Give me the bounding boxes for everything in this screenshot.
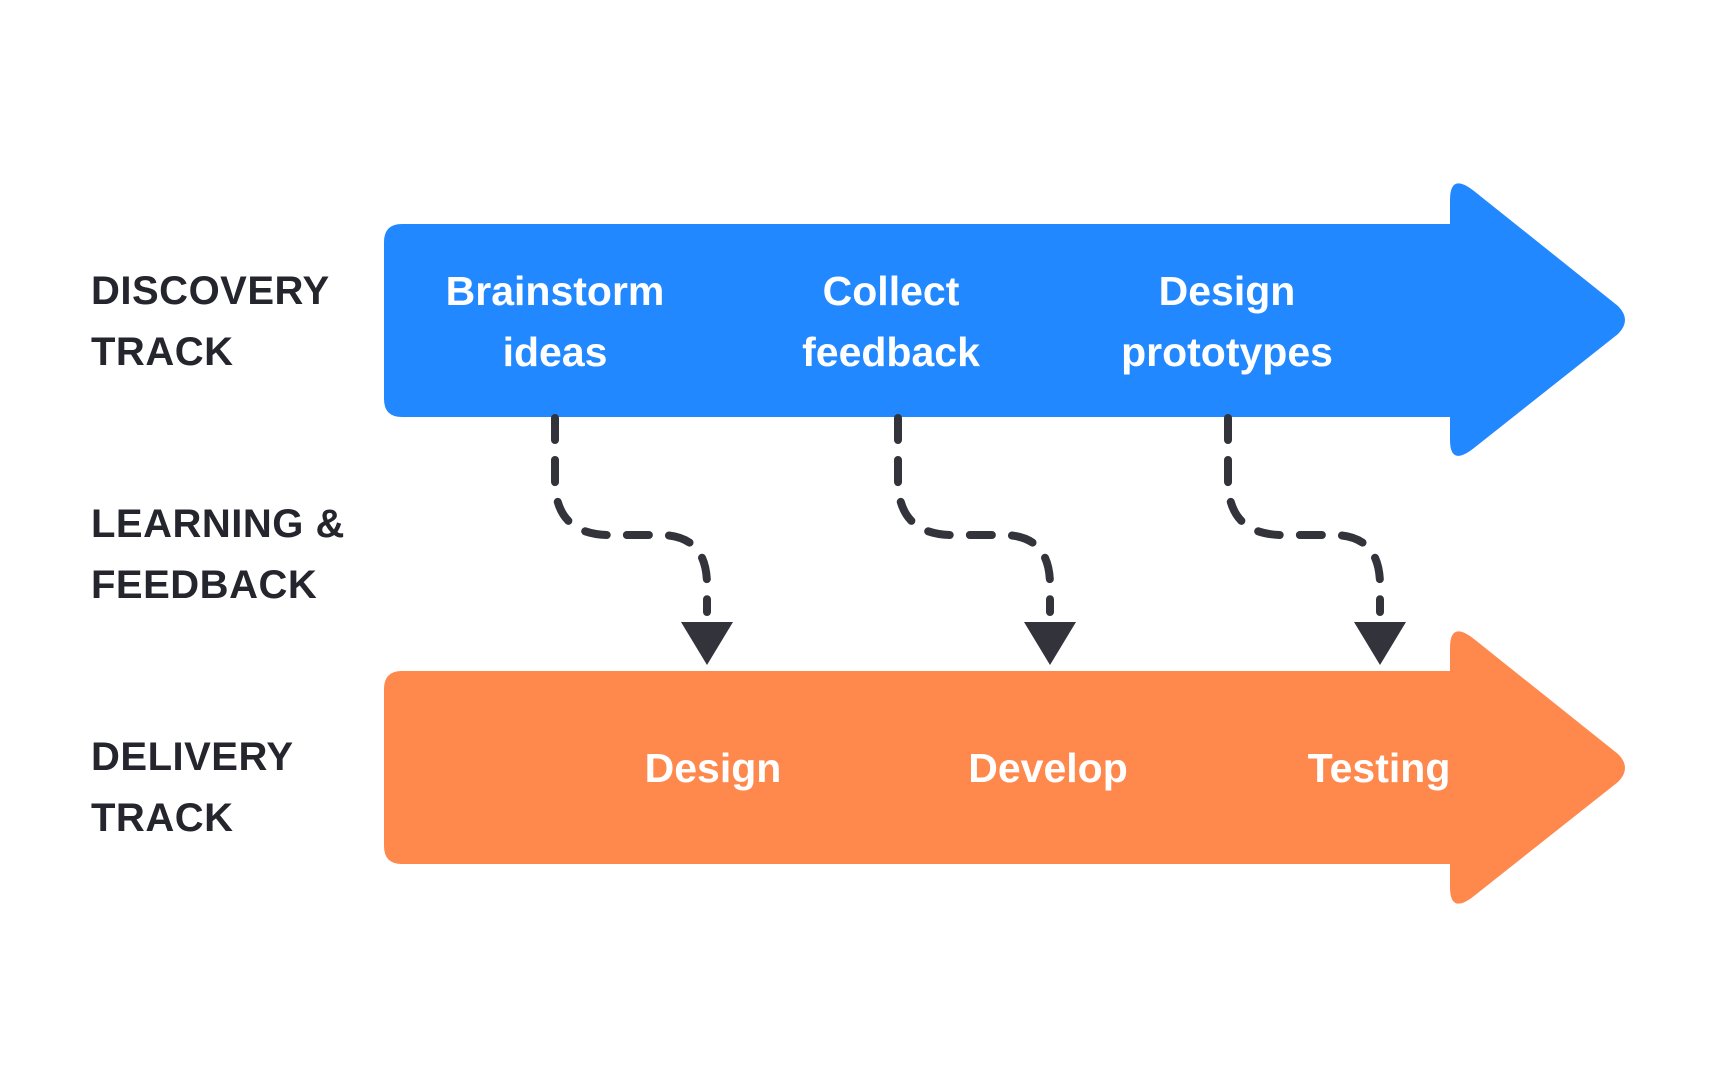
discovery-label-line-1: DISCOVERY <box>91 269 330 313</box>
learning-feedback-label: LEARNING & FEEDBACK <box>91 494 391 616</box>
connector-arrowhead-3 <box>1354 622 1406 665</box>
step-line-1: Design <box>1158 268 1296 314</box>
connector-line-3 <box>1224 414 1384 616</box>
delivery-label-line-1: DELIVERY <box>91 735 294 779</box>
discovery-step-collect-feedback: Collect feedback <box>802 261 980 383</box>
discovery-track-label: DISCOVERY TRACK <box>91 261 391 383</box>
discovery-step-brainstorm: Brainstorm ideas <box>446 261 665 383</box>
delivery-track-arrow <box>384 631 1625 904</box>
learning-label-line-1: LEARNING & <box>91 502 345 546</box>
delivery-step-design: Design <box>644 745 782 791</box>
step-line-1: Collect <box>822 268 960 314</box>
step-line-2: feedback <box>802 329 980 375</box>
step-line-1: Brainstorm <box>445 268 665 314</box>
learning-label-line-2: FEEDBACK <box>91 563 318 607</box>
connector-arrowhead-2 <box>1024 622 1076 665</box>
step-line-2: ideas <box>502 329 608 375</box>
connector-line-1 <box>551 414 711 616</box>
feedback-connectors <box>551 414 1384 616</box>
delivery-step-testing: Testing <box>1307 745 1451 791</box>
delivery-label-line-2: TRACK <box>91 796 234 840</box>
step-line-2: prototypes <box>1121 329 1333 375</box>
discovery-track-arrow <box>384 183 1625 456</box>
discovery-step-design-prototypes: Design prototypes <box>1121 261 1333 383</box>
connector-arrowhead-1 <box>681 622 733 665</box>
connector-line-2 <box>894 414 1054 616</box>
delivery-step-develop: Develop <box>968 745 1128 791</box>
delivery-track-label: DELIVERY TRACK <box>91 727 391 849</box>
discovery-label-line-2: TRACK <box>91 330 234 374</box>
